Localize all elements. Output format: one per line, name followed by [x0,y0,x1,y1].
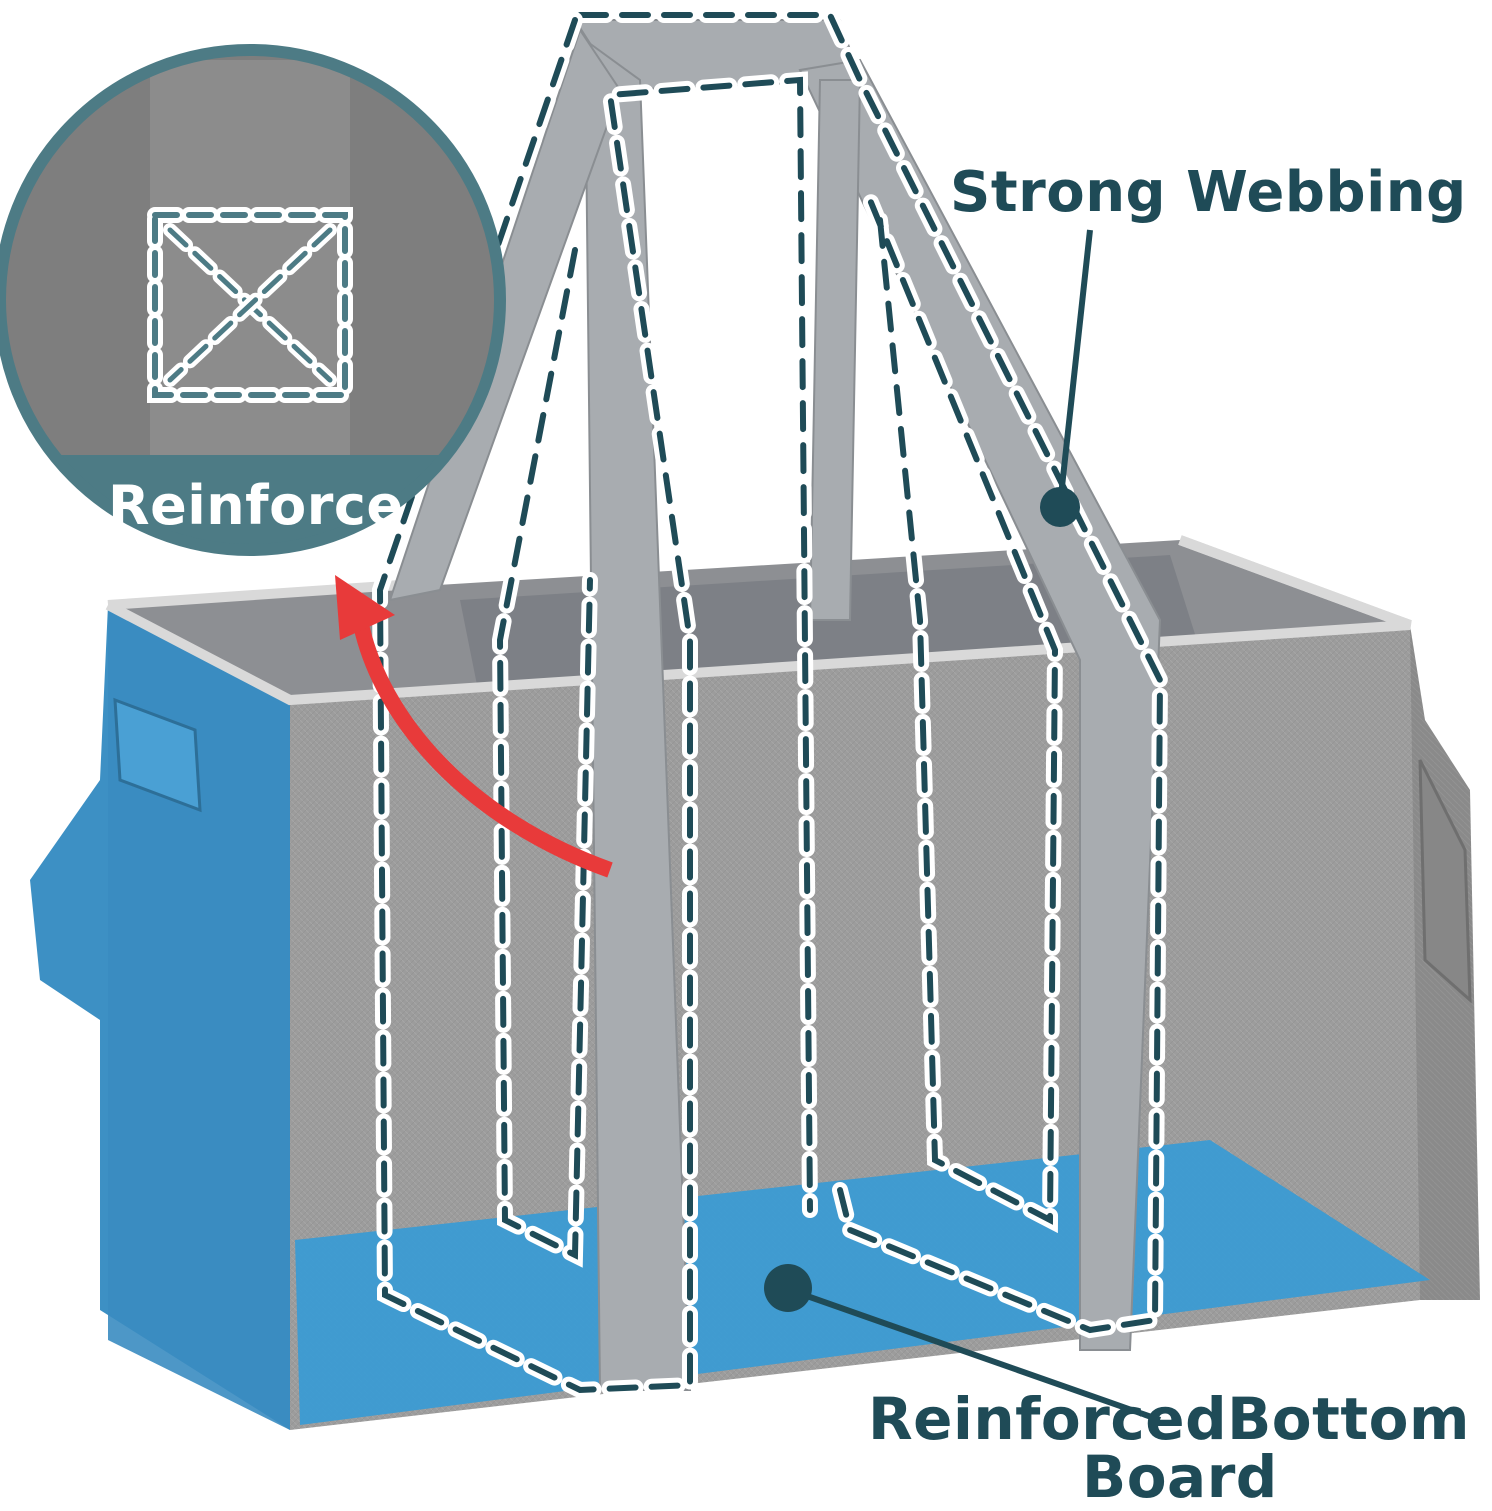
stitch-outlines [371,7,1169,1399]
board-label: Board [1082,1443,1278,1511]
callout-pointer-webbing [1040,229,1093,527]
strong-webbing-label: Strong Webbing [950,160,1467,225]
reinforce-label: Reinforce [108,474,404,537]
reinforced-bottom-label: ReinforcedBottom [868,1385,1470,1453]
box-x-stitch-icon [147,207,353,403]
side-pocket-right [1418,759,1472,1004]
red-arrow [352,618,613,878]
side-handle-left [113,697,202,813]
callout-pointer-bottom [764,1264,1161,1423]
